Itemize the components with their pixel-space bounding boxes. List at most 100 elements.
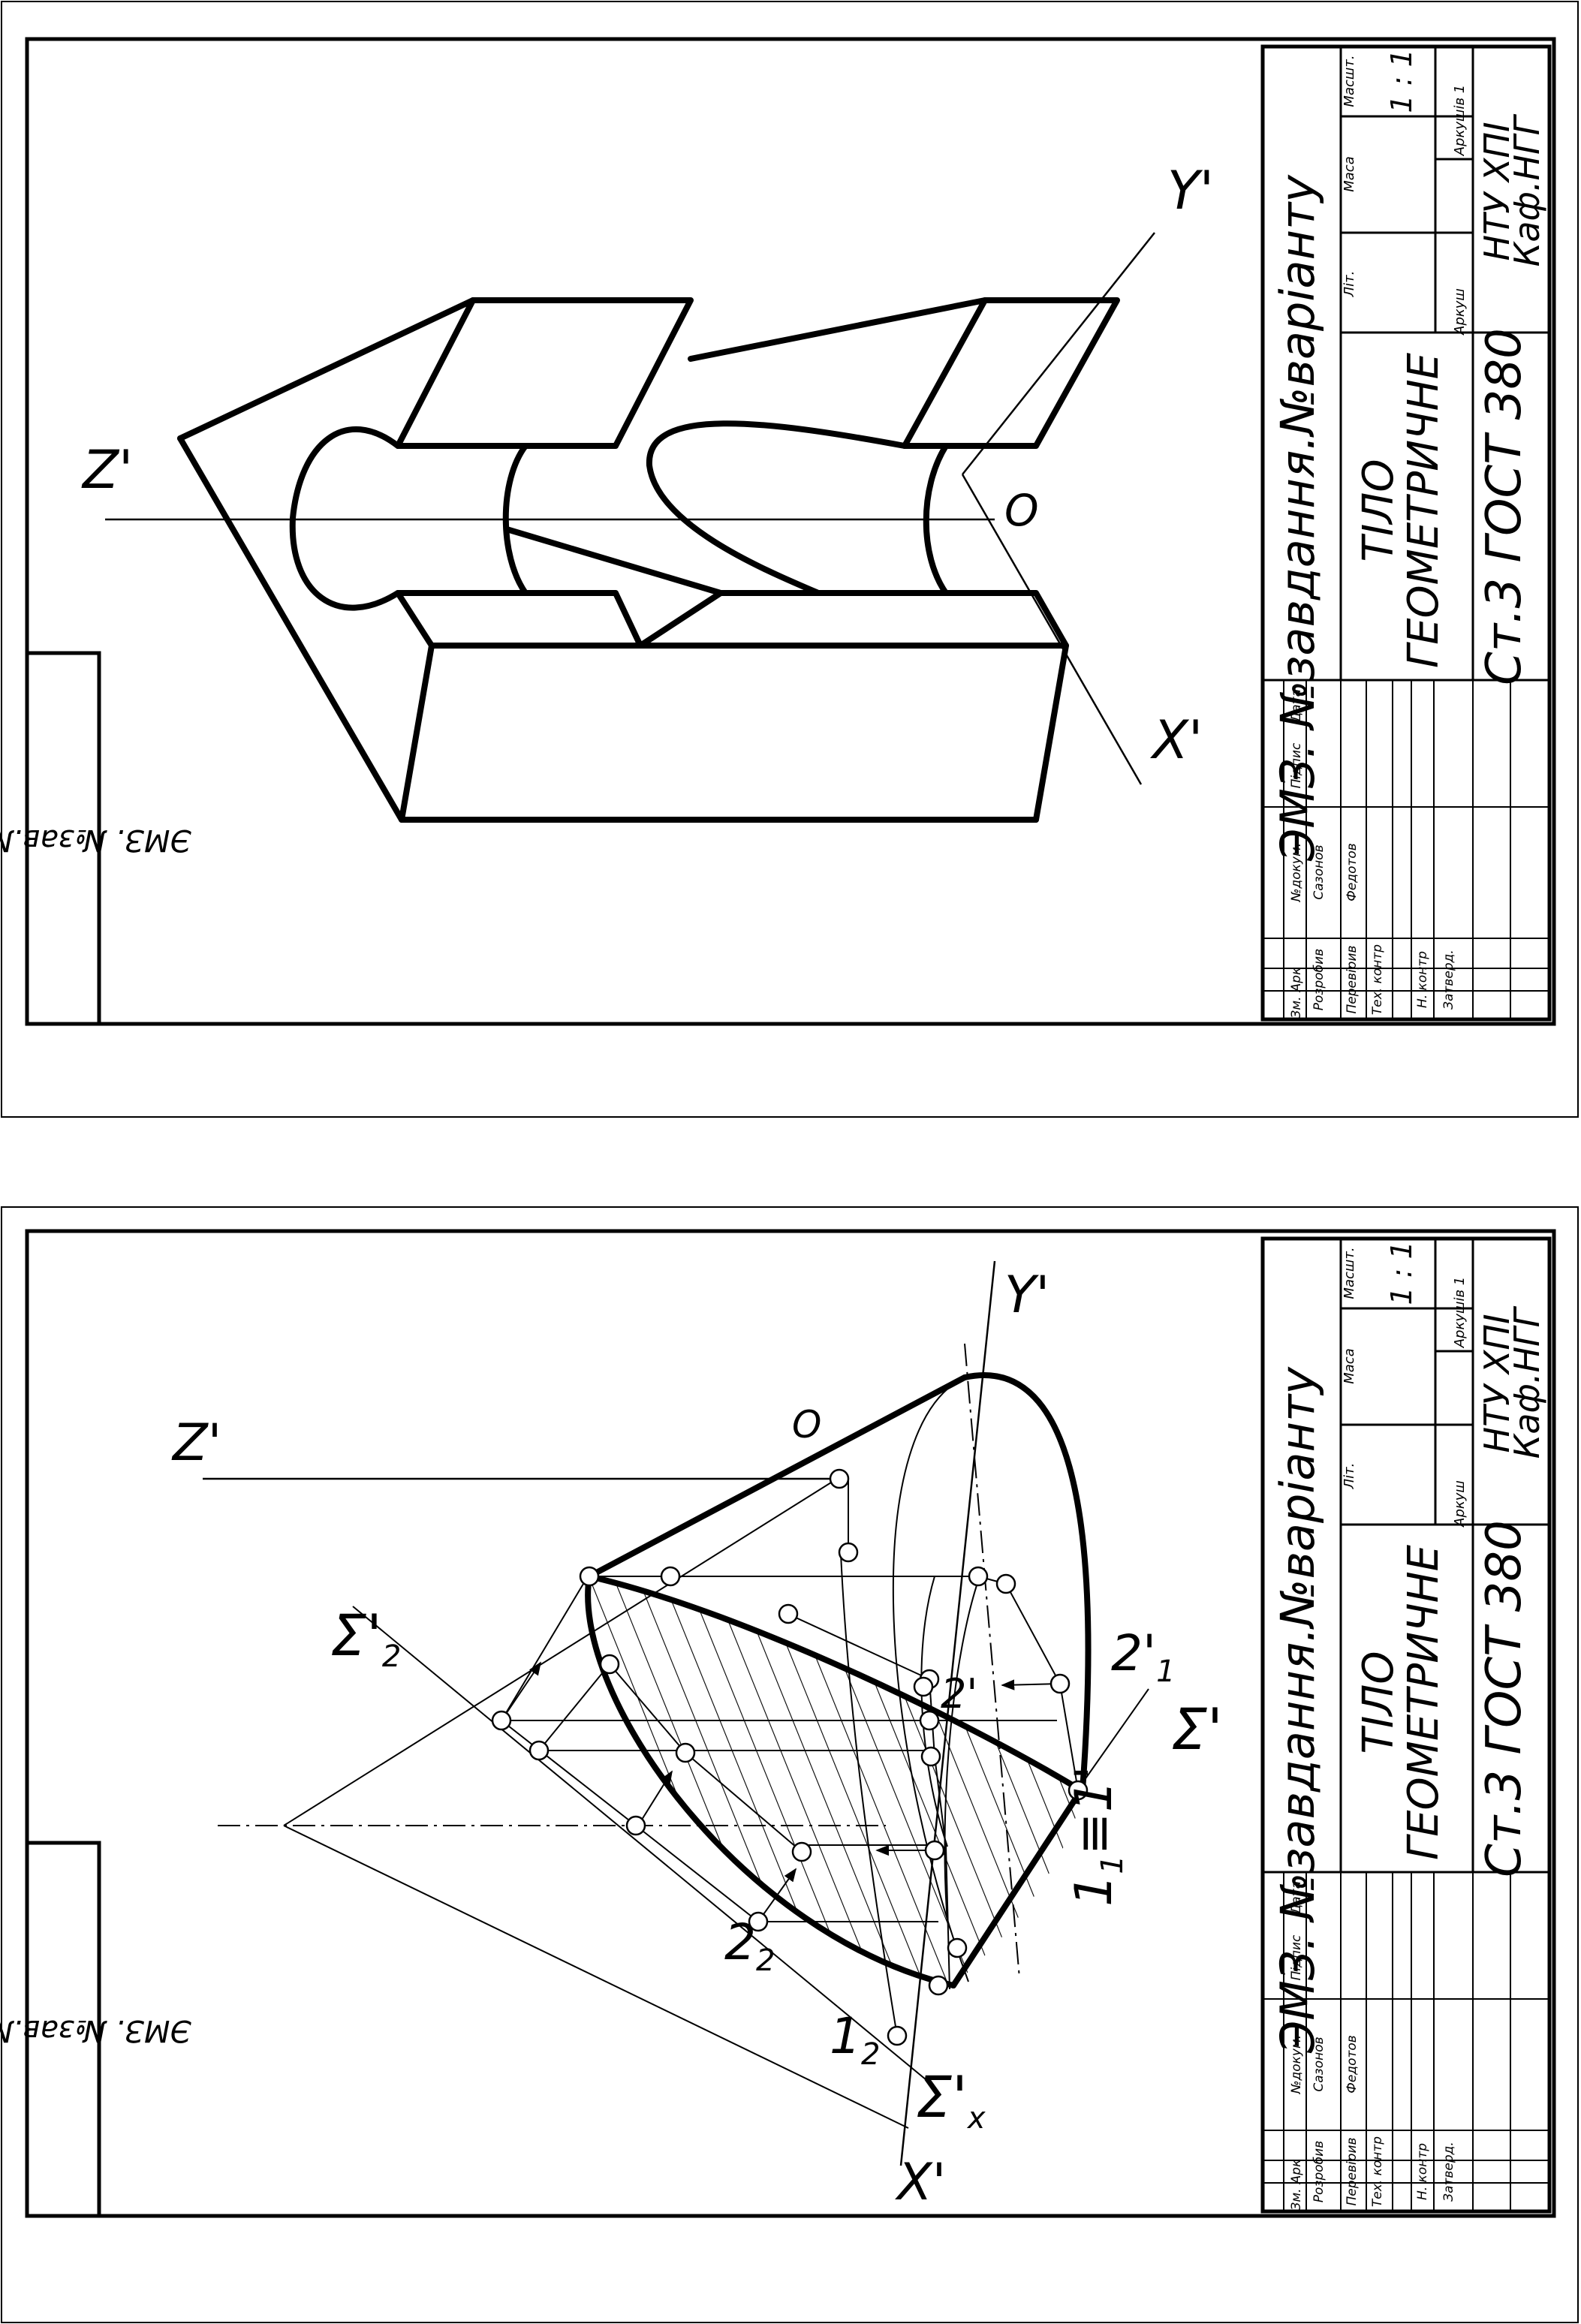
row-chk: Перевірив — [1345, 2137, 1360, 2205]
point — [829, 1468, 850, 1489]
sheets-label: Аркушів 1 — [1452, 85, 1468, 157]
point — [579, 1566, 600, 1587]
material: Ст.3 ГОСТ 380 — [1477, 1520, 1532, 1877]
origin-label: O — [792, 1403, 821, 1446]
axes-top: Z' Y' X' O — [81, 160, 1214, 785]
org-2: Каф.НГГ — [1507, 113, 1547, 266]
col-mass: Маса — [1342, 156, 1357, 192]
sheet-top-border — [1, 1, 1579, 1118]
scale: 1 : 1 — [1385, 1241, 1418, 1305]
point — [599, 1654, 620, 1675]
axis-x-label: X' — [895, 2153, 946, 2212]
point — [1049, 1673, 1071, 1694]
stamp-text: ЭМЗ. №зaв.№вap. — [0, 823, 191, 857]
point — [887, 2025, 908, 2046]
axis-z-label: Z' — [171, 1413, 221, 1473]
row-dev: Розробив — [1311, 2141, 1327, 2202]
hdr-sign: Підпис — [1289, 742, 1304, 788]
section-upper-left — [395, 297, 694, 449]
sheet-bottom: ЭМЗ. №зaв.№вap. Z' Y' X' O — [0, 1206, 1579, 2323]
label-sigma2: Σ'2 — [330, 1602, 401, 1674]
name-chk: Федотов — [1345, 843, 1360, 902]
label-2-1: 2'1 — [1111, 1624, 1176, 1689]
hdr-sign: Підпис — [1289, 1934, 1304, 1980]
org-1: НТУ ХПІ — [1477, 122, 1517, 260]
point — [1068, 1780, 1089, 1801]
point — [491, 1710, 512, 1731]
hdr-ark: Арк — [1289, 967, 1304, 992]
point-labels: Σ'2 Σ' Σ'x 22 12 11≡1' 2'1 2' — [330, 1602, 1223, 2136]
label-1-2: 12 — [830, 2007, 880, 2072]
name-dev: Сазонов — [1311, 2037, 1327, 2091]
col-scale: Масшт. — [1342, 1247, 1357, 1299]
sheet-bottom-border — [1, 1206, 1579, 2323]
sheet-top: ЭМЗ. №зaв.№вap. Z' Y' X' O — [0, 1, 1579, 1118]
label-2-2: 22 — [724, 1913, 775, 1978]
point — [928, 1975, 949, 1996]
hdr-doc: №докум. — [1289, 843, 1304, 902]
row-chk: Перевірив — [1345, 945, 1360, 1013]
point — [947, 1937, 968, 1958]
org-1: НТУ ХПІ — [1477, 1314, 1517, 1452]
axes-bottom: Z' Y' X' O — [171, 1260, 1049, 2212]
row-tech: Тех. контр — [1370, 2136, 1385, 2207]
org-2: Каф.НГГ — [1507, 1305, 1547, 1459]
section-upper-right — [902, 297, 1120, 449]
part-name-1: ТІЛО — [1354, 459, 1403, 562]
construction-points — [491, 1468, 1089, 2046]
label-sigma: Σ' — [1171, 1696, 1223, 1763]
hdr-date: Дата — [1289, 689, 1304, 723]
row-appr: Затверд. — [1441, 950, 1456, 1010]
part-name-2: ГЕОМЕТРИЧНЕ — [1399, 352, 1448, 668]
row-dev: Розробив — [1311, 949, 1327, 1010]
label-2: 2' — [941, 1670, 977, 1717]
material: Ст.3 ГОСТ 380 — [1477, 328, 1532, 685]
col-mass: Маса — [1342, 1348, 1357, 1384]
sheet-bottom-frame — [25, 1229, 1556, 2218]
point — [924, 1840, 945, 1861]
point — [675, 1742, 696, 1763]
title-block-bottom: ЭМЗ. №завдання.№варіанту ТІЛО ГЕОМЕТРИЧН… — [1260, 1236, 1552, 2214]
point — [919, 1710, 940, 1731]
point — [778, 1603, 799, 1624]
row-norm: Н. контр — [1415, 951, 1430, 1008]
hdr-zm: Зм. — [1289, 2188, 1304, 2210]
point — [838, 1542, 859, 1563]
sheet-label: Аркуш — [1452, 288, 1468, 336]
name-dev: Сазонов — [1311, 844, 1327, 899]
axis-z-label: Z' — [81, 439, 133, 501]
part-name-1: ТІЛО — [1354, 1651, 1403, 1754]
task-title: ЭМЗ. №завдання.№варіанту — [1270, 1366, 1325, 2054]
sheet-top-frame — [25, 37, 1556, 1026]
part-name-2: ГЕОМЕТРИЧНЕ — [1399, 1544, 1448, 1860]
section-lower-left — [395, 590, 643, 649]
point — [920, 1746, 941, 1767]
stamp-text: ЭМЗ. №зaв.№вap. — [0, 2013, 191, 2048]
title-block-top: ЭМЗ. №завдання.№варіанту ТІЛО ГЕОМЕТРИЧН… — [1260, 44, 1552, 1022]
point — [529, 1740, 550, 1761]
sheets-label: Аркушів 1 — [1452, 1277, 1468, 1349]
axis-y-label: Y' — [1004, 1266, 1049, 1325]
point — [748, 1911, 769, 1932]
point — [660, 1566, 681, 1587]
label-1-1-eq-1: 11≡1' — [1065, 1766, 1130, 1907]
cone-outline — [586, 1372, 1092, 1793]
row-norm: Н. контр — [1415, 2143, 1430, 2200]
col-lit: Літ. — [1342, 1463, 1357, 1490]
row-appr: Затверд. — [1441, 2142, 1456, 2202]
point — [625, 1815, 646, 1836]
axis-x-label: X' — [1149, 709, 1203, 771]
hdr-ark: Арк — [1289, 2159, 1304, 2184]
sheet-label: Аркуш — [1452, 1480, 1468, 1528]
label-sigmax: Σ'x — [916, 2064, 986, 2136]
col-lit: Літ. — [1342, 271, 1357, 298]
point — [791, 1841, 812, 1862]
section-ellipse — [585, 1573, 1084, 1988]
task-title: ЭМЗ. №завдання.№варіанту — [1270, 174, 1325, 862]
section-lower-right — [637, 590, 1069, 649]
solid-body-top — [177, 297, 1120, 823]
hdr-zm: Зм. — [1289, 996, 1304, 1018]
hdr-doc: №докум. — [1289, 2035, 1304, 2094]
name-chk: Федотов — [1345, 2035, 1360, 2094]
